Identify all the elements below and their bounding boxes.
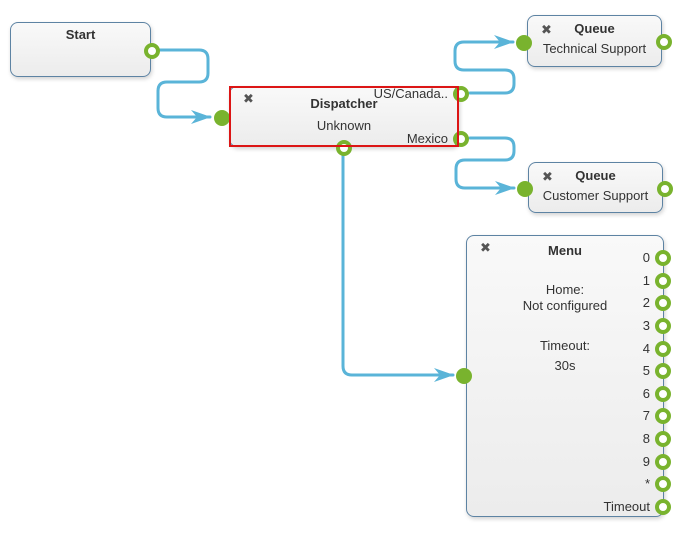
menu-home-label: Home: — [545, 282, 585, 297]
wire-dispatcher-to-menu[interactable] — [341, 153, 455, 382]
menu-port-row-9: 9 — [643, 454, 671, 470]
wire-mexico-to-customer-queue[interactable] — [454, 136, 516, 195]
menu-timeout-value: 30s — [554, 358, 576, 373]
node-subtitle: Customer Support — [542, 188, 649, 203]
output-label: US/Canada.. — [373, 86, 448, 101]
output-port[interactable] — [144, 43, 160, 59]
output-port-9[interactable] — [655, 454, 671, 470]
menu-port-row-1: 1 — [643, 273, 671, 289]
output-port-star[interactable] — [655, 476, 671, 492]
delete-icon[interactable]: ✖ — [243, 91, 254, 106]
node-queue-technical[interactable]: ✖ Queue Technical Support — [516, 15, 672, 67]
output-port[interactable] — [657, 181, 673, 197]
output-label: 7 — [642, 408, 650, 423]
node-queue-customer[interactable]: ✖ Queue Customer Support — [517, 162, 673, 213]
output-label: Mexico — [406, 131, 448, 146]
output-label: * — [644, 476, 650, 491]
node-title: Menu — [548, 243, 582, 258]
node-subtitle: Unknown — [316, 118, 372, 133]
output-row-mexico: Mexico — [407, 131, 469, 147]
output-label: 6 — [642, 386, 650, 401]
output-port-5[interactable] — [655, 363, 671, 379]
menu-port-row-2: 2 — [643, 295, 671, 311]
node-title: Queue — [574, 21, 615, 36]
output-port-8[interactable] — [655, 431, 671, 447]
output-label: Timeout — [603, 499, 650, 514]
node-title: Queue — [575, 168, 616, 183]
node-subtitle: Technical Support — [542, 41, 647, 56]
output-label: 0 — [642, 250, 650, 265]
output-port-1[interactable] — [655, 273, 671, 289]
input-port[interactable] — [516, 35, 532, 51]
menu-port-row-4: 4 — [643, 341, 671, 357]
node-dispatcher[interactable]: ✖ Dispatcher Unknown US/Canada.. Mexico — [214, 86, 469, 156]
menu-port-row-3: 3 — [643, 318, 671, 334]
output-port-7[interactable] — [655, 408, 671, 424]
menu-port-row-8: 8 — [643, 431, 671, 447]
delete-icon[interactable]: ✖ — [480, 240, 491, 255]
wire-uscanada-to-technical-queue[interactable] — [453, 35, 516, 95]
output-label: 8 — [642, 431, 650, 446]
input-port[interactable] — [517, 181, 533, 197]
delete-icon[interactable]: ✖ — [541, 22, 552, 37]
output-port-timeout[interactable] — [655, 499, 671, 515]
output-label: 1 — [642, 273, 650, 288]
input-port[interactable] — [456, 368, 472, 384]
menu-port-row-6: 6 — [643, 386, 671, 402]
output-label: 5 — [642, 363, 650, 378]
delete-icon[interactable]: ✖ — [542, 169, 553, 184]
menu-timeout-label: Timeout: — [539, 338, 591, 353]
output-port-uscanada[interactable] — [453, 86, 469, 102]
node-menu[interactable]: ✖ Menu Home: Not configured Timeout: 30s… — [456, 235, 671, 517]
output-port-4[interactable] — [655, 341, 671, 357]
output-port-2[interactable] — [655, 295, 671, 311]
wire-start-to-dispatcher[interactable] — [156, 48, 212, 124]
output-label: 3 — [642, 318, 650, 333]
output-port[interactable] — [656, 34, 672, 50]
output-label: 4 — [642, 341, 650, 356]
output-port-3[interactable] — [655, 318, 671, 334]
output-row-uscanada: US/Canada.. — [374, 86, 469, 102]
node-title: Start — [65, 27, 96, 42]
menu-port-row-star: * — [645, 476, 671, 492]
output-port-0[interactable] — [655, 250, 671, 266]
output-label: 9 — [642, 454, 650, 469]
input-port[interactable] — [214, 110, 230, 126]
output-port-6[interactable] — [655, 386, 671, 402]
node-title: Dispatcher — [310, 96, 378, 111]
menu-port-row-timeout: Timeout — [604, 499, 671, 515]
menu-port-row-0: 0 — [643, 250, 671, 266]
output-port-bottom[interactable] — [336, 140, 352, 156]
menu-port-row-7: 7 — [643, 408, 671, 424]
output-label: 2 — [642, 295, 650, 310]
menu-home-value: Not configured — [522, 298, 608, 313]
output-port-mexico[interactable] — [453, 131, 469, 147]
menu-port-row-5: 5 — [643, 363, 671, 379]
node-start[interactable]: Start — [10, 22, 160, 77]
